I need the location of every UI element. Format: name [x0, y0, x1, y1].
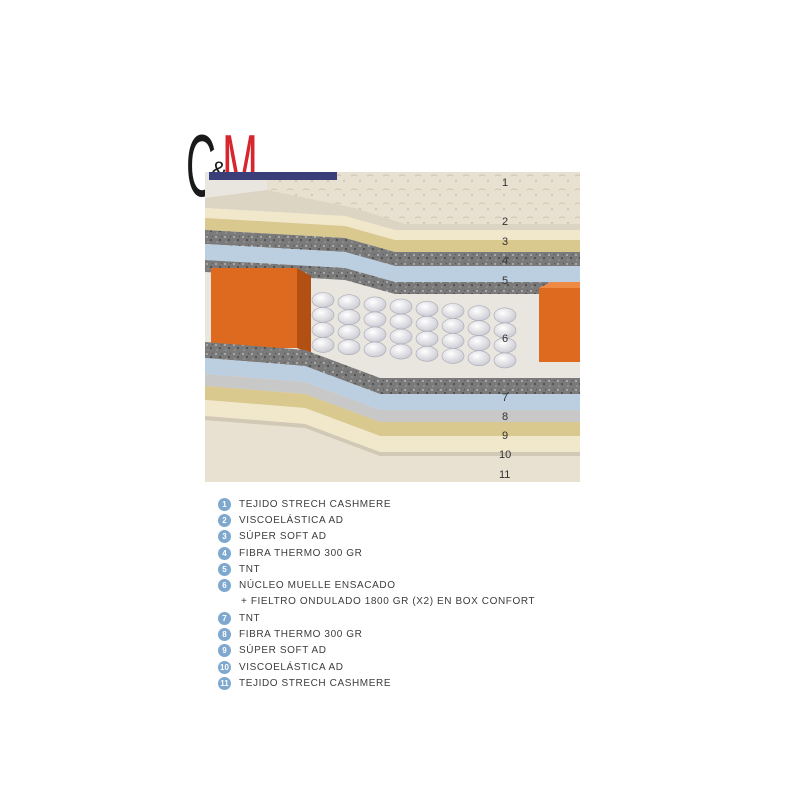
layer-10-visco	[205, 400, 580, 452]
spring-coil	[467, 320, 491, 336]
legend-number-badge: 4	[218, 546, 231, 560]
legend-text: SÚPER SOFT AD	[239, 531, 327, 543]
legend-number-badge: 6	[218, 579, 231, 593]
legend-number-badge: 3	[218, 530, 231, 544]
legend-item: 7 TNT	[218, 610, 535, 626]
spring-coil	[415, 301, 439, 317]
legend-text: TNT	[239, 612, 261, 624]
layer-9-supersoft	[205, 386, 580, 436]
legend-number-badge: 1	[218, 497, 231, 511]
legend-number-badge: 11	[218, 676, 231, 690]
legend-text: VISCOELÁSTICA AD	[239, 514, 344, 526]
layer-number: 11	[499, 469, 510, 481]
layer-number: 7	[502, 392, 508, 404]
legend-text: FIBRA THERMO 300 GR	[239, 629, 363, 641]
spring-coil	[389, 313, 413, 330]
spring-coil	[389, 343, 413, 360]
legend-item-continuation: + FIELTRO ONDULADO 1800 GR (X2) EN BOX C…	[218, 594, 535, 610]
spring-coil	[441, 303, 465, 319]
layer-number: 8	[502, 411, 508, 423]
spring-coil	[337, 324, 361, 340]
legend-item: 8 FIBRA THERMO 300 GR	[218, 626, 535, 642]
box-confort-left-side	[297, 268, 311, 354]
spring-coil	[337, 309, 361, 325]
pocket-springs	[311, 292, 517, 369]
layer-11-shade	[205, 416, 580, 456]
layer-6-felt-top	[205, 260, 580, 294]
legend-text: + FIELTRO ONDULADO 1800 GR (X2) EN BOX C…	[241, 596, 536, 608]
layer-8-fibra	[205, 374, 580, 422]
legend-item: 3 SÚPER SOFT AD	[218, 529, 535, 545]
spring-coil	[467, 305, 491, 321]
layer-number: 9	[502, 430, 508, 442]
spring-coil	[389, 298, 413, 315]
spring-coil	[363, 311, 387, 328]
spring-coil	[493, 352, 517, 369]
legend-number-badge: 10	[218, 660, 231, 674]
legend-number-badge: 2	[218, 513, 231, 527]
layer-1-cashmere	[267, 172, 580, 224]
legend-text: TNT	[239, 563, 261, 575]
layer-7-tnt	[205, 358, 580, 410]
layer-number: 4	[502, 255, 508, 267]
layer-number: 3	[502, 236, 508, 248]
box-confort-right	[539, 288, 580, 362]
spring-coil	[311, 337, 335, 353]
spring-coil	[415, 316, 439, 332]
layer-5-tnt	[205, 244, 580, 282]
legend-text: SÚPER SOFT AD	[239, 645, 327, 657]
legend-item: 6 NÚCLEO MUELLE ENSACADO	[218, 577, 535, 593]
legend-number-badge: 7	[218, 611, 231, 625]
legend-item: 5 TNT	[218, 561, 535, 577]
layer-3-supersoft	[205, 218, 580, 252]
layer-4-fibra	[205, 230, 580, 266]
layer-number: 2	[502, 216, 508, 228]
spring-coil	[337, 294, 361, 310]
layer-number: 1	[502, 177, 508, 189]
spring-coil	[363, 326, 387, 343]
legend-number-badge: 5	[218, 562, 231, 576]
spring-coil	[389, 328, 413, 345]
layer-11-cashmere	[205, 416, 580, 482]
layer-6-felt-bottom	[205, 342, 580, 394]
legend-text: TEJIDO STRECH CASHMERE	[239, 498, 392, 510]
legend-item: 2 VISCOELÁSTICA AD	[218, 512, 535, 528]
label-plate	[209, 172, 337, 180]
box-confort-left	[211, 268, 297, 348]
spring-coil	[493, 307, 517, 324]
spring-coil	[311, 307, 335, 323]
layer-1-side	[205, 190, 580, 230]
box-confort-right-side	[539, 282, 580, 288]
legend-item: 1 TEJIDO STRECH CASHMERE	[218, 496, 535, 512]
layer-2-visco	[205, 208, 580, 240]
layer-number: 6	[502, 333, 508, 345]
spring-coil	[415, 346, 439, 362]
mattress-layers-diagram: 1 2 3 4 5 6 7 8 9 10 11	[205, 172, 580, 482]
spring-coil	[441, 318, 465, 334]
legend-item: 10 VISCOELÁSTICA AD	[218, 659, 535, 675]
legend-text: VISCOELÁSTICA AD	[239, 661, 344, 673]
legend-text: TEJIDO STRECH CASHMERE	[239, 677, 392, 689]
spring-coil	[441, 348, 465, 364]
spring-coil	[467, 335, 491, 351]
spring-coil	[441, 333, 465, 349]
legend-text: NÚCLEO MUELLE ENSACADO	[239, 580, 396, 592]
legend-text: FIBRA THERMO 300 GR	[239, 547, 363, 559]
legend-number-badge: 8	[218, 628, 231, 642]
layer-number: 5	[502, 275, 508, 287]
layer-numbers: 1 2 3 4 5 6 7 8 9 10 11	[499, 177, 511, 481]
layer-number: 10	[499, 449, 511, 461]
spring-coil	[363, 296, 387, 313]
legend-item: 4 FIBRA THERMO 300 GR	[218, 545, 535, 561]
legend-item: 11 TEJIDO STRECH CASHMERE	[218, 675, 535, 691]
spring-coil	[415, 331, 439, 347]
spring-coil	[467, 350, 491, 366]
legend-number-badge: 9	[218, 644, 231, 658]
legend-item: 9 SÚPER SOFT AD	[218, 643, 535, 659]
spring-coil	[363, 341, 387, 358]
spring-coil	[311, 292, 335, 308]
spring-coil	[311, 322, 335, 338]
spring-coil	[337, 339, 361, 355]
